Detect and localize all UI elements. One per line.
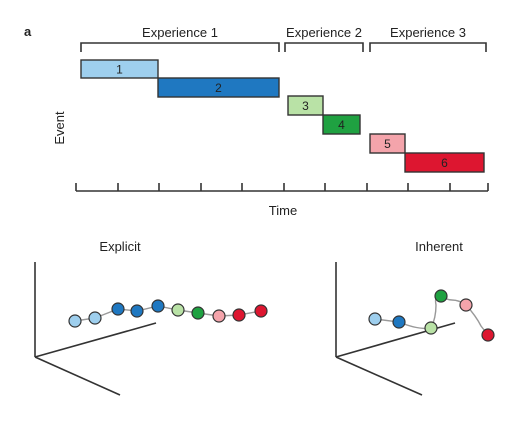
experience-2-label: Experience 2 xyxy=(286,25,362,40)
event-box-3: 3 xyxy=(287,95,324,116)
inherent-node-red xyxy=(481,328,495,342)
inherent-node-light-blue xyxy=(368,312,382,326)
inherent-node-blue xyxy=(392,315,406,329)
explicit-node-blue xyxy=(111,302,125,316)
experience-3-label: Experience 3 xyxy=(390,25,466,40)
explicit-node-blue xyxy=(151,299,165,313)
event-1-label: 1 xyxy=(116,63,123,77)
inherent-trajectory xyxy=(368,289,495,342)
event-box-1: 1 xyxy=(80,59,159,79)
explicit-node-light-blue xyxy=(88,311,102,325)
event-4-label: 4 xyxy=(338,118,345,132)
x-axis-label: Time xyxy=(269,203,297,218)
explicit-node-light-green xyxy=(171,303,185,317)
inherent-title: Inherent xyxy=(415,239,463,254)
event-3-label: 3 xyxy=(302,99,309,113)
event-box-4: 4 xyxy=(322,114,361,135)
explicit-node-green xyxy=(191,306,205,320)
explicit-trajectory xyxy=(68,299,268,328)
inherent-node-green xyxy=(434,289,448,303)
explicit-node-red xyxy=(232,308,246,322)
explicit-title: Explicit xyxy=(99,239,141,254)
y-axis-label: Event xyxy=(52,111,67,145)
experience-bracket-1: Experience 1 xyxy=(80,25,280,52)
inherent-node-pink xyxy=(459,298,473,312)
event-box-2: 2 xyxy=(157,77,280,98)
event-5-label: 5 xyxy=(384,137,391,151)
experience-bracket-3: Experience 3 xyxy=(369,25,487,52)
time-axis xyxy=(75,183,489,192)
explicit-node-blue xyxy=(130,304,144,318)
experience-bracket-2: Experience 2 xyxy=(284,25,364,52)
explicit-node-light-blue xyxy=(68,314,82,328)
explicit-node-red xyxy=(254,304,268,318)
explicit-axes xyxy=(34,262,157,396)
event-box-5: 5 xyxy=(369,133,406,154)
panel-label: a xyxy=(24,24,32,39)
inherent-node-light-green xyxy=(424,321,438,335)
explicit-node-pink xyxy=(212,309,226,323)
experience-1-label: Experience 1 xyxy=(142,25,218,40)
event-2-label: 2 xyxy=(215,81,222,95)
event-6-label: 6 xyxy=(441,156,448,170)
event-box-6: 6 xyxy=(404,152,485,173)
